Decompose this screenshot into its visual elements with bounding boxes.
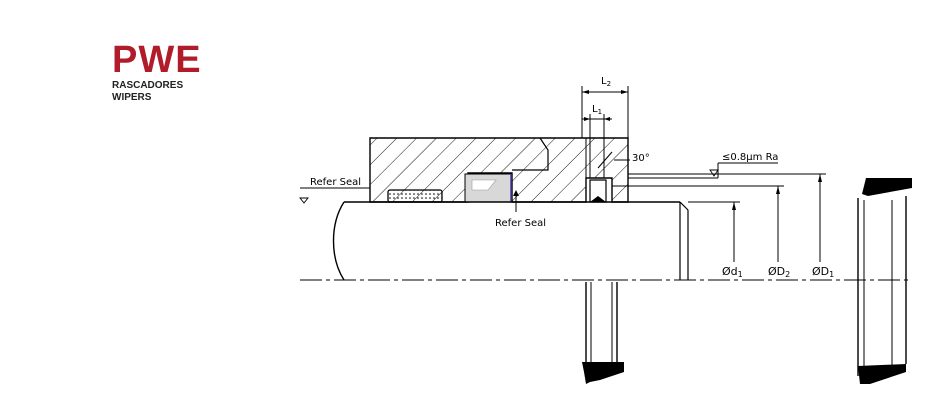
dim-D2-label: ØD2 <box>768 265 790 279</box>
diameter-dimensions: Ød1 ØD2 ØD1 <box>612 173 834 279</box>
dim-d1-label: Ød1 <box>722 265 743 279</box>
dim-L2-label: L2 <box>601 76 611 88</box>
dim-L1-label: L1 <box>592 104 602 116</box>
refer-seal-bottom-label: Refer Seal <box>495 218 546 229</box>
roughness-label: ≤0.8µm Ra <box>722 152 778 163</box>
brand-logo: PWE <box>112 39 202 81</box>
wiper-profile-vertical <box>582 282 624 384</box>
chamfer-angle-callout: 30° <box>614 153 650 164</box>
chamfer-angle-label: 30° <box>632 153 650 164</box>
wiper-in-groove <box>589 151 613 203</box>
groove-seal <box>387 189 443 203</box>
dim-L2: L2 <box>581 76 629 138</box>
refer-seal-bottom-callout: Refer Seal <box>495 190 546 229</box>
wiper-profile-right <box>857 178 912 384</box>
brand-line-rascadores: RASCADORES <box>112 80 184 91</box>
dim-L1: L1 <box>582 104 612 178</box>
refer-seal-top-label: Refer Seal <box>310 177 361 188</box>
reference-seal <box>464 173 512 203</box>
brand-line-wipers: WIPERS <box>112 92 152 103</box>
refer-seal-top-callout: Refer Seal <box>299 177 370 204</box>
shaft <box>332 201 689 281</box>
brand-block: PWE RASCADORES WIPERS <box>112 40 202 104</box>
dim-D1-label: ØD1 <box>812 265 834 279</box>
roughness-callout: ≤0.8µm Ra <box>628 152 778 179</box>
